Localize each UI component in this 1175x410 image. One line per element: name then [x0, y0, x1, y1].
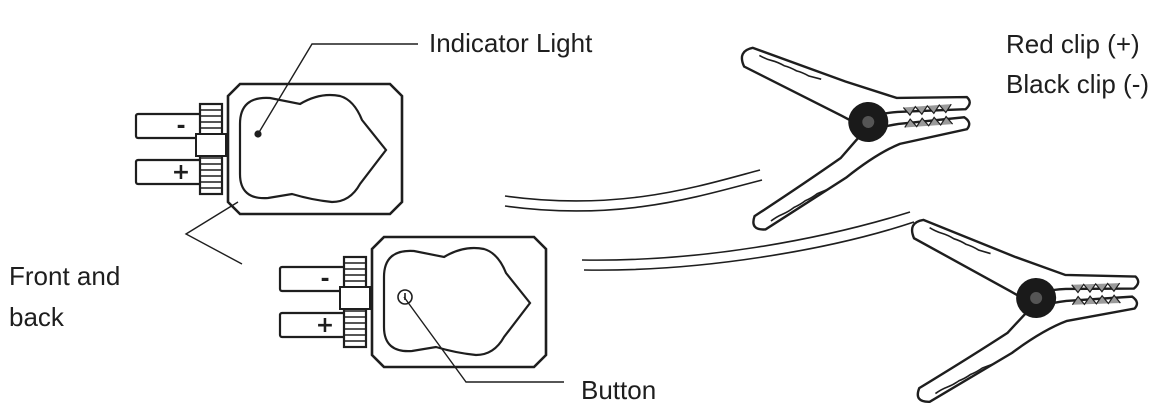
front-and-back-label: Front and — [9, 261, 121, 291]
leader-indicator — [257, 43, 418, 135]
leader-front-and-back — [184, 201, 243, 265]
front-and-back-label-line2: back — [9, 302, 64, 332]
leader-button — [403, 296, 564, 383]
red-clip — [740, 31, 979, 232]
cable-upper — [504, 169, 763, 212]
black-clip — [910, 211, 1144, 404]
connector-back: - + — [278, 235, 548, 369]
positive-terminal-back: + — [316, 313, 334, 338]
black-clip-label: Black clip (-) — [1006, 69, 1150, 99]
button-label: Button — [581, 375, 657, 405]
negative-terminal-front: - — [176, 114, 185, 139]
cable-lower — [581, 211, 915, 271]
indicator-light-label: Indicator Light — [429, 28, 593, 58]
red-clip-label: Red clip (+) — [1006, 29, 1140, 59]
positive-terminal-front: + — [172, 160, 190, 185]
negative-terminal-back: - — [320, 267, 329, 292]
connector-front: - + — [134, 82, 404, 216]
